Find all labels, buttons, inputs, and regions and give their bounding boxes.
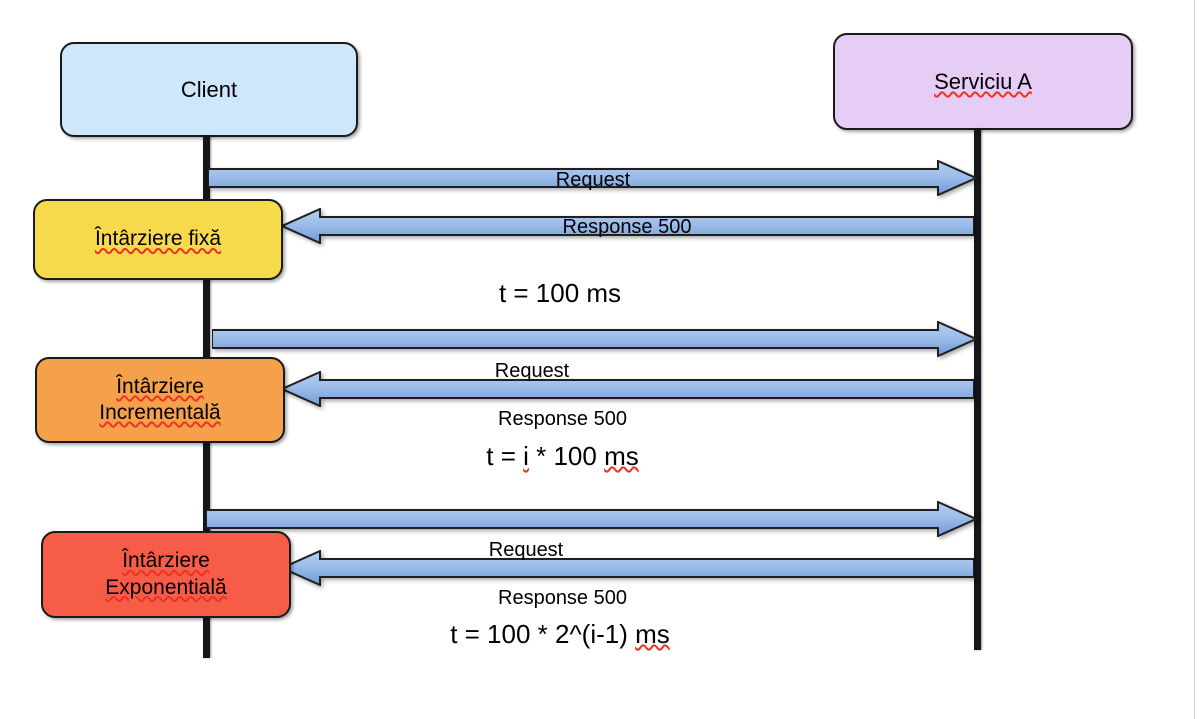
request-arrow-2[interactable] xyxy=(212,321,978,357)
request-arrow-3[interactable] xyxy=(206,501,978,537)
delay-box-incremental[interactable]: Întârziere Incrementală xyxy=(35,357,285,443)
delay-box-incremental-label: Întârziere Incrementală xyxy=(99,374,220,427)
lifeline-service xyxy=(974,129,981,650)
response-arrow-3[interactable] xyxy=(280,550,974,586)
delay-box-exponential-line-1: Întârziere xyxy=(122,549,210,573)
delay-box-exponential[interactable]: Întârziere Exponentială xyxy=(41,531,291,618)
delay-box-exponential-label: Întârziere Exponentială xyxy=(105,548,226,601)
delay-box-incremental-line-2: Incrementală xyxy=(99,401,221,424)
timing-label-2: t = i * 100 ms xyxy=(280,441,845,472)
message-label-request-1: Request xyxy=(555,169,631,191)
participant-service[interactable]: Serviciu A xyxy=(833,33,1133,130)
slide-edge-divider xyxy=(1194,0,1195,719)
message-label-response-2: Response 500 xyxy=(498,408,627,430)
message-label-request-3: Request xyxy=(488,539,564,561)
timing-label-3: t = 100 * 2^(i-1) ms xyxy=(250,619,870,650)
request-arrow-1[interactable] xyxy=(208,160,978,196)
message-label-response-1: Response 500 xyxy=(562,216,692,238)
message-label-response-3: Response 500 xyxy=(498,587,627,609)
delay-box-incremental-line-1: Întârziere xyxy=(116,374,204,398)
response-arrow-2[interactable] xyxy=(280,371,974,407)
delay-box-exponential-line-2: Exponentială xyxy=(105,575,227,599)
delay-box-fixed-label: Întârziere fixă xyxy=(94,227,222,251)
response-arrow-1[interactable] xyxy=(280,208,974,244)
participant-client-label: Client xyxy=(180,76,238,102)
timing-text-3: t = 100 * 2^(i-1) ms xyxy=(450,619,670,649)
participant-client[interactable]: Client xyxy=(60,42,358,137)
participant-service-label: Serviciu A xyxy=(934,68,1032,94)
delay-box-fixed[interactable]: Întârziere fixă xyxy=(33,199,283,280)
timing-text-2: t = i * 100 ms xyxy=(486,441,639,471)
timing-label-1: t = 100 ms xyxy=(498,278,622,308)
message-label-request-2: Request xyxy=(494,360,570,382)
